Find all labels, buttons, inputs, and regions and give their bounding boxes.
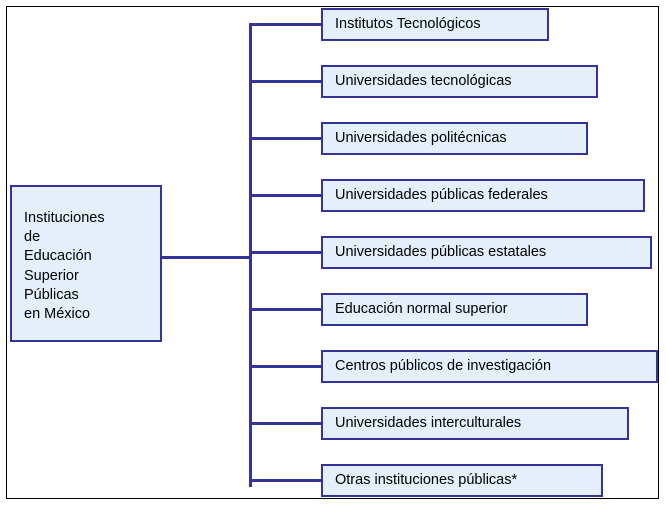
branch-connector-3: [249, 137, 323, 140]
node-label: Institutos Tecnológicos: [335, 15, 481, 32]
branch-connector-9: [249, 479, 323, 482]
node-educacion-normal-superior[interactable]: Educación normal superior: [321, 293, 588, 326]
node-label: Universidades tecnológicas: [335, 72, 512, 89]
node-universidades-tecnologicas[interactable]: Universidades tecnológicas: [321, 65, 598, 98]
node-label: Universidades politécnicas: [335, 129, 507, 146]
node-universidades-publicas-estatales[interactable]: Universidades públicas estatales: [321, 236, 652, 269]
root-node-label: Instituciones de Educación Superior Públ…: [24, 210, 105, 323]
node-universidades-publicas-federales[interactable]: Universidades públicas federales: [321, 179, 645, 212]
node-label: Educación normal superior: [335, 300, 508, 317]
node-institutos-tecnologicos[interactable]: Institutos Tecnológicos: [321, 8, 549, 41]
branch-connector-2: [249, 80, 323, 83]
node-label: Universidades públicas federales: [335, 186, 548, 203]
node-label: Otras instituciones públicas*: [335, 471, 518, 488]
node-otras-instituciones-publicas[interactable]: Otras instituciones públicas*: [321, 464, 603, 497]
node-universidades-politecnicas[interactable]: Universidades politécnicas: [321, 122, 588, 155]
branch-connector-8: [249, 422, 323, 425]
node-universidades-interculturales[interactable]: Universidades interculturales: [321, 407, 629, 440]
root-node-instituciones-educacion-superior-publicas-mexico[interactable]: Instituciones de Educación Superior Públ…: [10, 185, 162, 342]
branch-connector-4: [249, 194, 323, 197]
branch-connector-1: [249, 23, 323, 26]
node-label: Universidades públicas estatales: [335, 243, 547, 260]
node-centros-publicos-de-investigacion[interactable]: Centros públicos de investigación: [321, 350, 658, 383]
root-stem-connector: [162, 256, 252, 259]
trunk-connector: [249, 23, 252, 487]
branch-connector-5: [249, 251, 323, 254]
branch-connector-6: [249, 308, 323, 311]
branch-connector-7: [249, 365, 323, 368]
node-label: Universidades interculturales: [335, 414, 522, 431]
node-label: Centros públicos de investigación: [335, 357, 552, 374]
